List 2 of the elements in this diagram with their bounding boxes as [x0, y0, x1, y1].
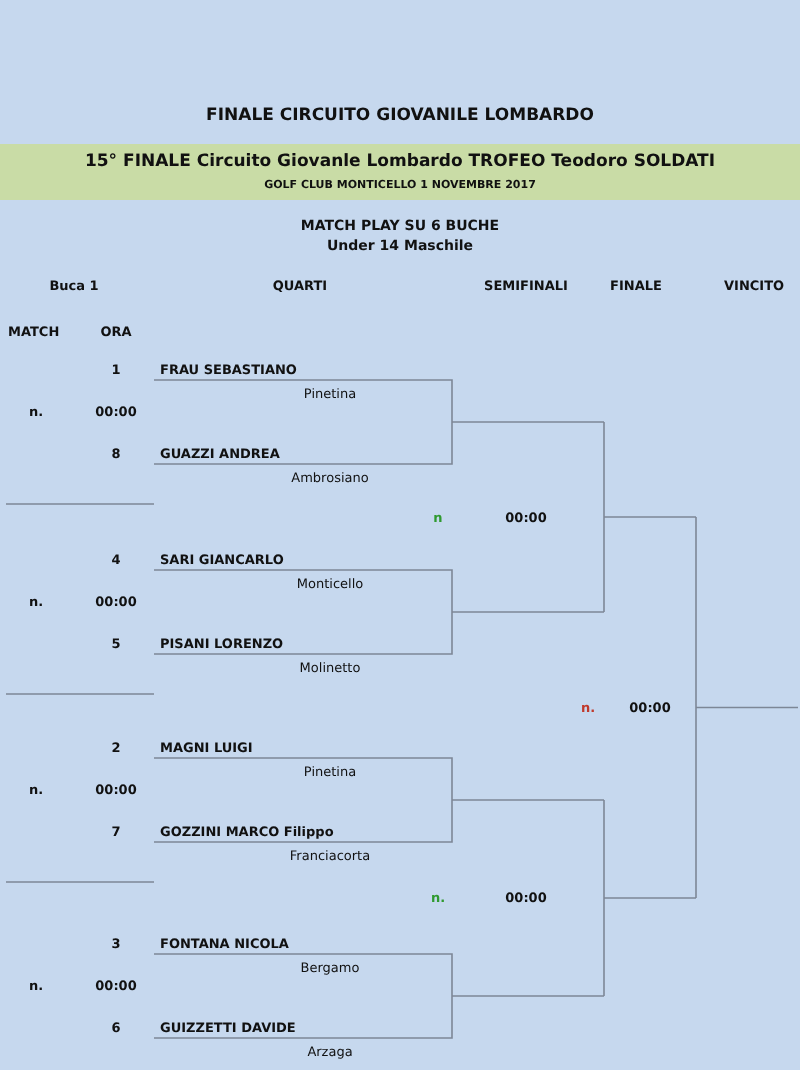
diagram-title: FINALE CIRCUITO GIOVANILE LOMBARDO — [206, 106, 594, 126]
event-heading: 15° FINALE Circuito Giovanle Lombardo TROFEO Teodoro SOLDATI — [84, 152, 716, 172]
